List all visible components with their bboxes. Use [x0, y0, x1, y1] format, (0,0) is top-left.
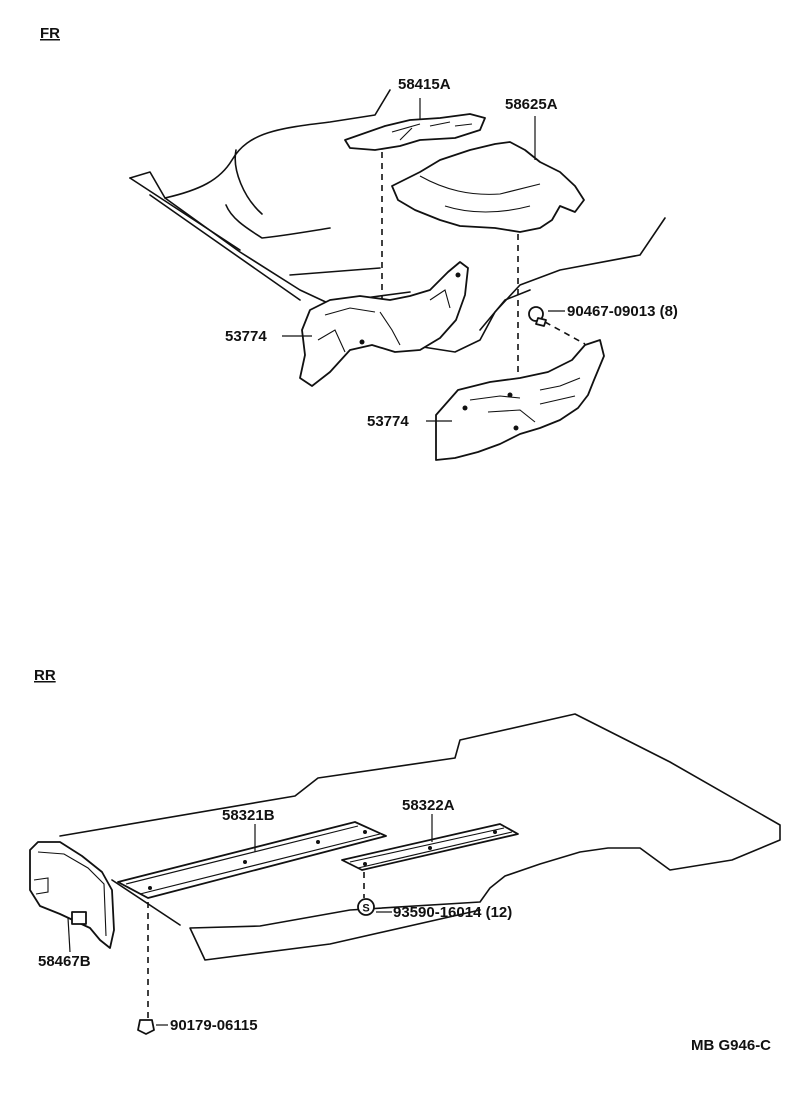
- label-93590-16014: 93590-16014 (12): [393, 904, 512, 921]
- part-58415A-shape: [344, 113, 486, 151]
- leader-58467B: [67, 917, 71, 953]
- bolt-90179-icon: [137, 1019, 155, 1035]
- part-53774-left-shape: [299, 261, 469, 387]
- part-58322A-shape: [341, 823, 519, 871]
- part-53774-right-shape: [435, 339, 605, 461]
- label-90179-06115: 90179-06115: [170, 1017, 258, 1034]
- section-label-rear: RR: [34, 667, 56, 684]
- label-58322A: 58322A: [402, 797, 455, 814]
- bolt-90467-icon: [528, 306, 547, 327]
- label-53774-left: 53774: [225, 328, 267, 345]
- fastener-symbol: S: [362, 903, 369, 915]
- assembly-line-bolt-90467: [544, 321, 586, 345]
- part-58467B-shape: [29, 841, 115, 949]
- part-58625A-shape: [391, 141, 585, 233]
- screw-93590-icon: S: [357, 898, 375, 916]
- rear-floor-pan: [59, 713, 781, 961]
- label-58625A: 58625A: [505, 96, 558, 113]
- label-58321B: 58321B: [222, 807, 275, 824]
- section-label-front: FR: [40, 25, 60, 42]
- front-floor-pan: [129, 89, 666, 353]
- label-58415A: 58415A: [398, 76, 451, 93]
- label-58467B: 58467B: [38, 953, 91, 970]
- label-53774-right: 53774: [367, 413, 409, 430]
- label-90467-09013: 90467-09013 (8): [567, 303, 678, 320]
- diagram-code: MB G946-C: [691, 1037, 771, 1054]
- part-58321B-shape: [117, 821, 387, 899]
